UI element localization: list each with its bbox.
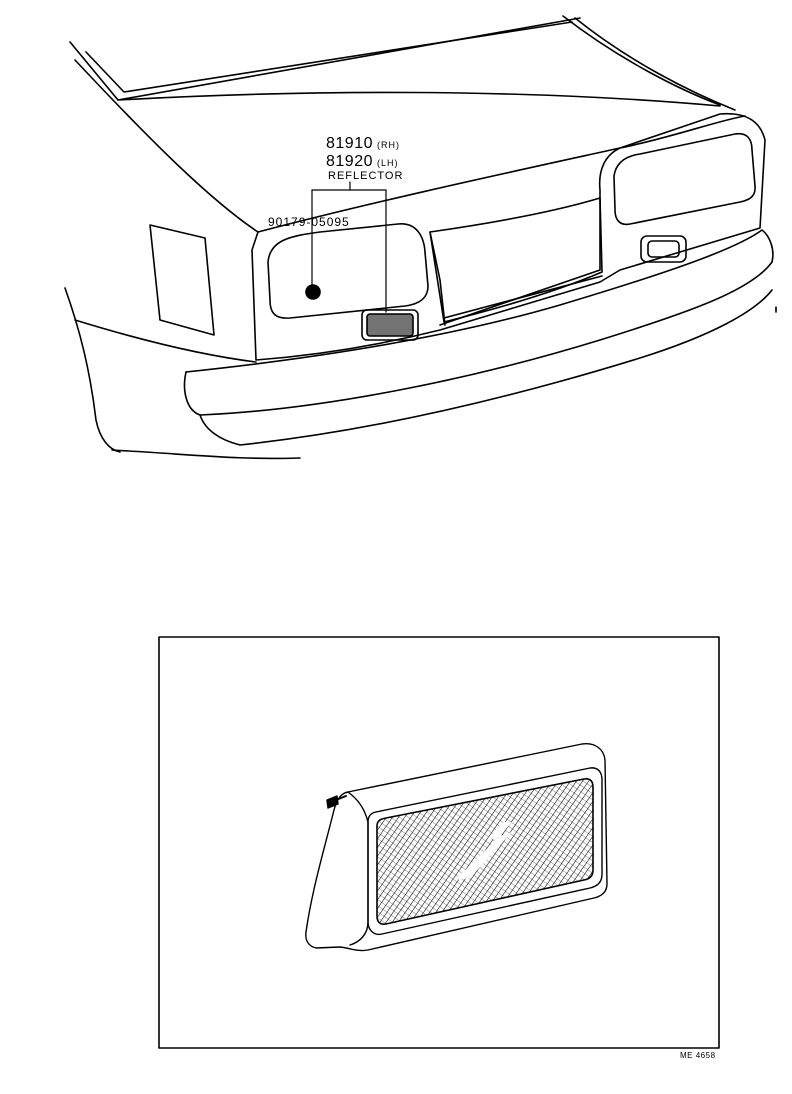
- detail-frame: [159, 637, 719, 1048]
- trunk-lid-edge: [258, 116, 745, 232]
- c-pillar: [75, 60, 258, 232]
- license-recess-shadow: [444, 276, 602, 318]
- lens-highlight: [455, 832, 512, 880]
- bumper-bottom: [200, 290, 772, 445]
- right-reflector-lens: [648, 241, 679, 257]
- reflector-housing: [306, 744, 607, 951]
- part-number-rh-value: 81910: [326, 135, 373, 152]
- left-tail-lamp: [268, 224, 428, 318]
- roof-right-2: [575, 18, 735, 110]
- bumper-top: [186, 230, 773, 372]
- part-name: REFLECTOR: [328, 170, 404, 182]
- bumper-front: [185, 262, 772, 415]
- right-tail-lamp: [614, 134, 755, 225]
- reflector-side-wall: [348, 792, 368, 945]
- rear-window-line-inner: [86, 22, 572, 92]
- mounting-stud: [327, 796, 338, 808]
- screw-mark: [306, 285, 320, 299]
- trunk-lid-top: [118, 92, 720, 106]
- left-reflector: [362, 310, 418, 340]
- roof-right: [563, 16, 720, 105]
- left-side-marker: [150, 225, 214, 335]
- part-number-lh-value: 81920: [326, 153, 373, 170]
- left-reflector-lens: [367, 314, 413, 336]
- license-recess: [430, 198, 602, 322]
- right-reflector: [641, 236, 686, 262]
- figure-code: ME 4658: [680, 1051, 716, 1060]
- tail-panel-left-cut: [430, 232, 445, 325]
- part-number-rh: 81910 (RH): [326, 136, 400, 152]
- part-number-lh-side: (LH): [377, 158, 399, 168]
- left-quarter-line: [75, 320, 256, 362]
- part-number-lh: 81920 (LH): [326, 154, 399, 170]
- lens-highlight-2: [488, 822, 512, 840]
- bumper-lower-edge: [112, 450, 300, 458]
- tail-panel: [252, 114, 765, 360]
- reflector-housing-inner-rim: [368, 768, 602, 935]
- mounting-stud-shaft: [336, 796, 346, 800]
- screw-part-number: 90179-05095: [268, 215, 350, 229]
- part-number-rh-side: (RH): [377, 140, 400, 150]
